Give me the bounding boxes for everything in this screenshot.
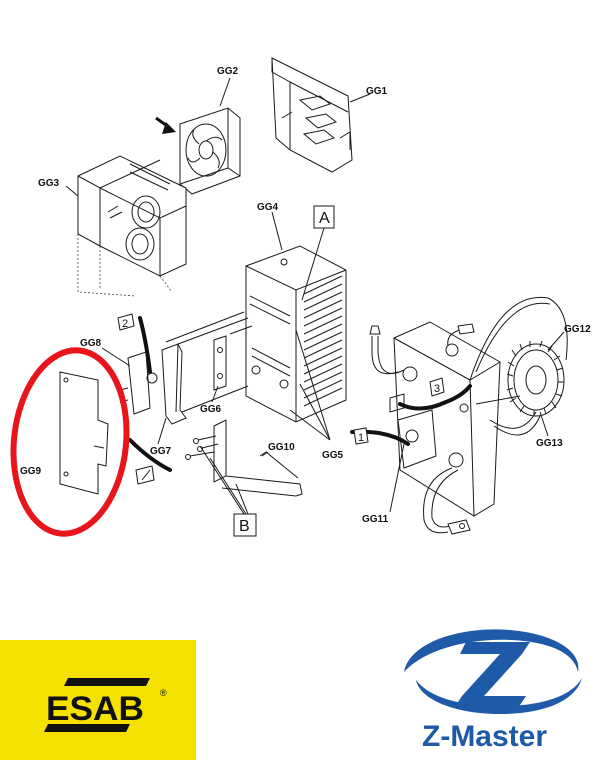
label-gg9: GG9 [20,466,42,477]
label-gg5: GG5 [322,450,344,461]
part-gg10-bracket [185,419,303,497]
label-gg11: GG11 [362,514,389,525]
callout-a: A [301,205,335,301]
callout-1-label: 1 [358,432,364,444]
callout-3-label: 3 [434,383,440,395]
callout-1: 1 [353,427,369,445]
part-gg4-heatsink-block [245,245,347,423]
part-gg7-bracket [161,343,187,425]
lead-bottom [423,467,453,534]
red-highlight-ring [10,347,130,537]
part-gg1-rear-panel [271,57,353,173]
zmaster-emblem [404,629,582,714]
callout-b-label: B [239,518,250,535]
part-gg2-fan [155,107,241,195]
esab-logo-background [0,640,196,760]
cable-3 [398,384,472,411]
callout-a-label: A [319,210,330,227]
lead-left [377,336,405,374]
cable-lower-left [128,438,172,472]
exploded-parts-diagram: A B [10,57,591,537]
label-gg8: GG8 [80,338,102,349]
part-gg12-toroid-coil [506,340,565,417]
zmaster-logo: Z-Master [404,629,582,753]
esab-logo: ESAB ® [0,640,196,760]
coil-cable-bottom [489,411,537,429]
coil-cable-top [469,296,568,381]
label-gg7: GG7 [150,446,172,457]
label-gg13: GG13 [536,438,563,449]
cable-2 [138,316,152,374]
part-gg11-power-panel [389,321,501,517]
part-gg9-board [59,371,109,495]
label-gg4: GG4 [257,202,279,213]
callout-2: 2 [117,313,135,331]
label-gg6: GG6 [200,404,222,415]
esab-logo-text: ESAB [46,690,144,728]
callout-lower-left [135,465,155,485]
callout-2-label: 2 [122,318,128,330]
callout-3: 3 [429,377,445,397]
callout-b: B [199,445,257,537]
part-gg3-front-housing [77,155,187,297]
zmaster-logo-text: Z-Master [422,720,547,753]
label-gg1: GG1 [366,86,388,97]
label-gg3: GG3 [38,178,60,189]
label-gg2: GG2 [217,66,239,77]
label-gg12: GG12 [564,324,591,335]
part-gg6-plate [213,335,227,391]
label-gg10: GG10 [268,442,295,453]
esab-registered-mark: ® [160,688,167,698]
esab-logo-stripes [44,678,150,732]
